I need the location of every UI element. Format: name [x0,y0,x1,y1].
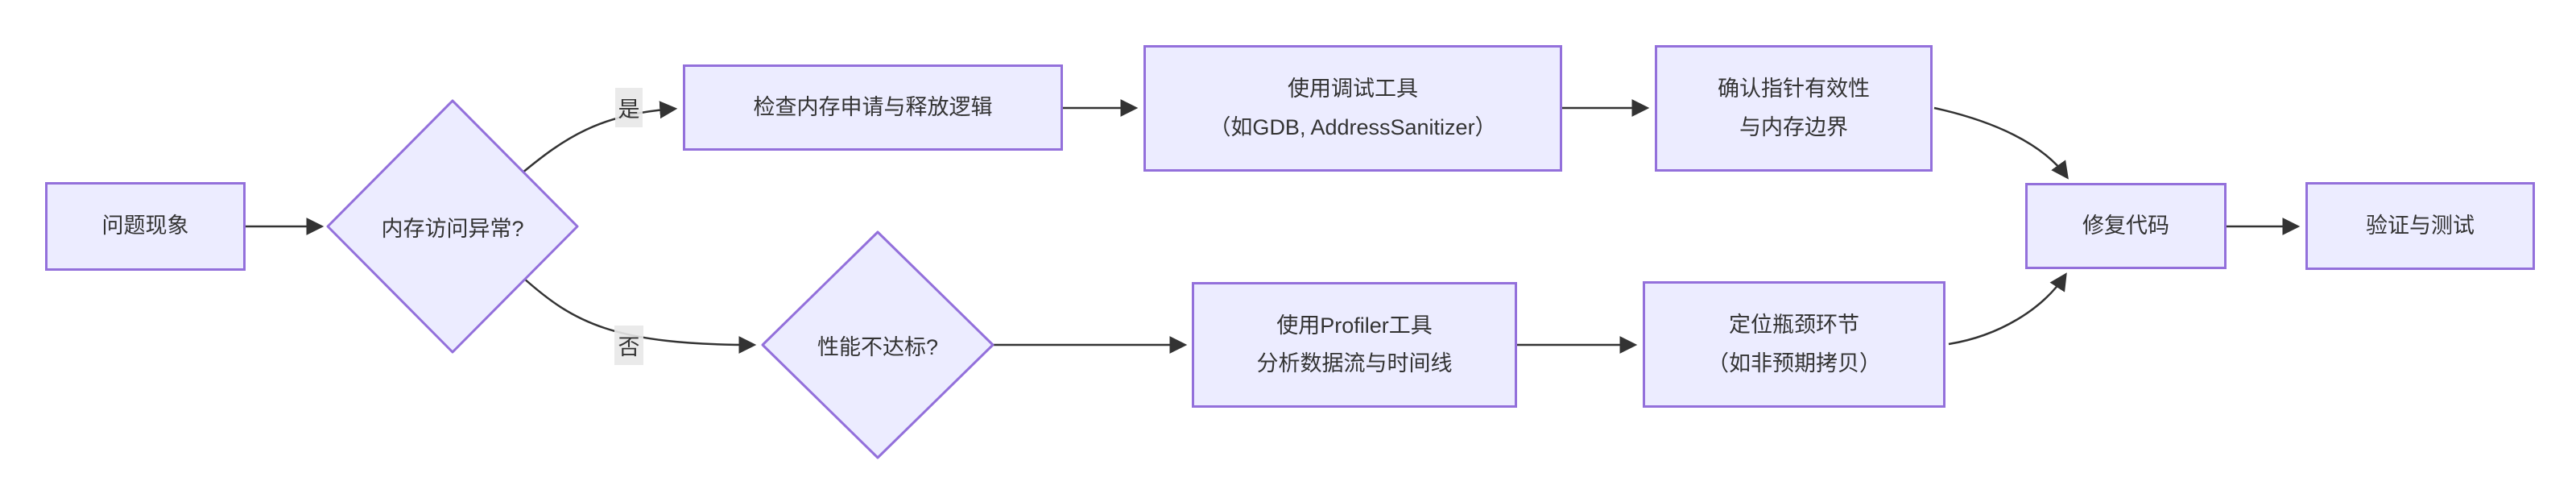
node-debug-tools: 使用调试工具 （如GDB, AddressSanitizer） [1143,45,1562,172]
node-check-memory-logic: 检查内存申请与释放逻辑 [683,64,1063,151]
node-locate-bottleneck-line-2: （如非预期拷贝） [1707,351,1881,375]
node-profiler-tools-line-1: 使用Profiler工具 [1276,313,1433,338]
node-locate-bottleneck-line-1: 定位瓶颈环节 [1729,313,1859,338]
node-problem-phenomenon: 问题现象 [45,182,246,271]
node-check-memory-logic-label: 检查内存申请与释放逻辑 [753,94,993,119]
node-performance-question-shape [761,230,994,459]
node-confirm-pointer: 确认指针有效性 与内存边界 [1655,45,1933,172]
edge-memq-no-to-perfq [523,277,757,354]
node-verify-test: 验证与测试 [2305,182,2535,270]
node-debug-tools-line-1: 使用调试工具 [1288,77,1418,102]
edge-bottleneck-to-fix [1948,272,2067,346]
node-confirm-pointer-line-2: 与内存边界 [1739,114,1848,139]
node-confirm-pointer-line-1: 确认指针有效性 [1718,77,1870,102]
node-fix-code: 修复代码 [2025,183,2227,269]
edge-confirmptr-to-fix [1933,106,2069,180]
node-profiler-tools-line-2: 分析数据流与时间线 [1256,351,1453,375]
node-fix-code-label: 修复代码 [2082,213,2169,238]
node-profiler-tools: 使用Profiler工具 分析数据流与时间线 [1192,282,1517,408]
node-locate-bottleneck: 定位瓶颈环节 （如非预期拷贝） [1643,281,1945,408]
edge-label-no: 否 [614,326,643,365]
node-verify-test-label: 验证与测试 [2366,213,2475,238]
edge-memq-yes-to-check [521,101,678,174]
node-debug-tools-line-2: （如GDB, AddressSanitizer） [1209,114,1497,139]
node-memory-access-question-shape [326,99,579,354]
node-problem-phenomenon-label: 问题现象 [101,214,189,239]
edge-label-yes: 是 [615,88,643,127]
